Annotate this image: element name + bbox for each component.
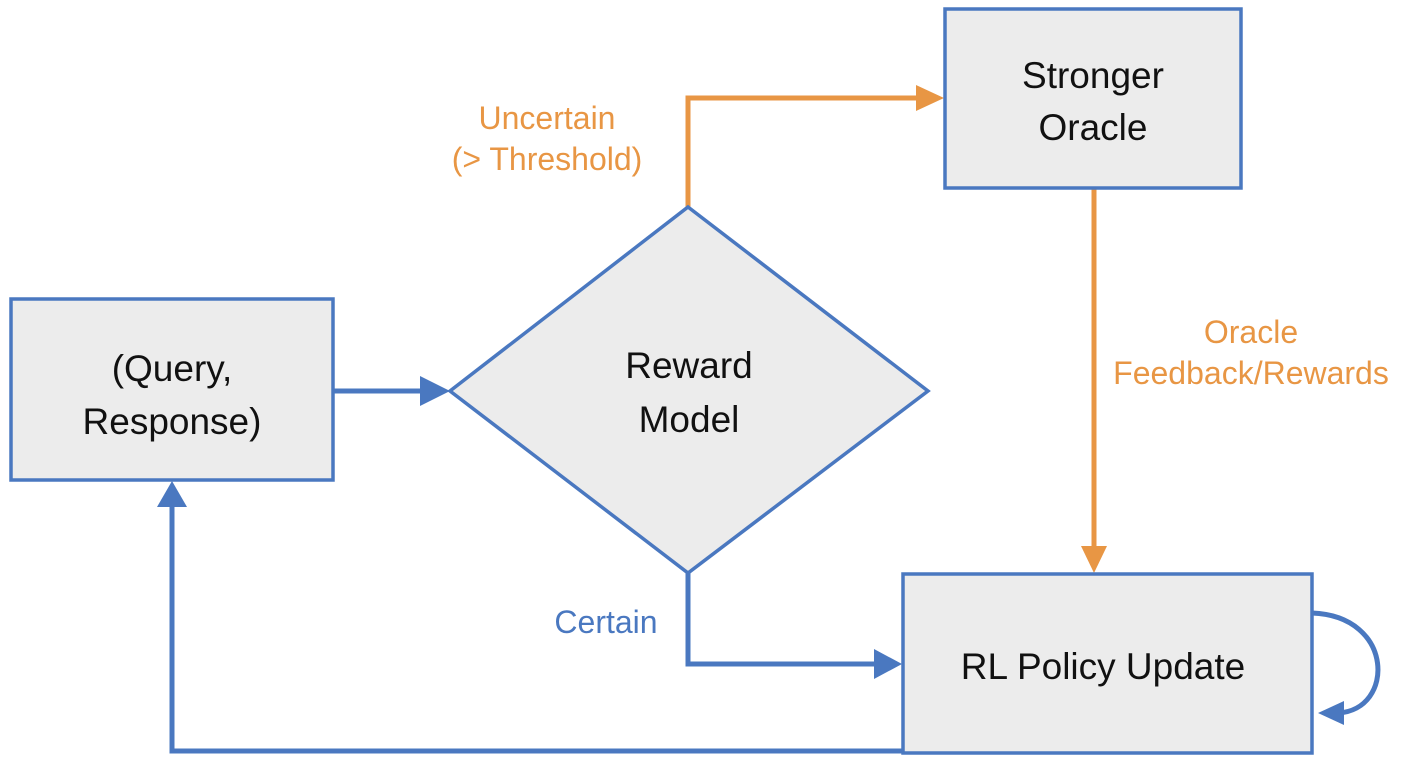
node-reward-model-line2: Model [639, 399, 740, 440]
edge-rl-to-query [157, 481, 903, 754]
node-stronger-oracle-line2: Oracle [1039, 107, 1148, 148]
node-stronger-oracle-line1: Stronger [1022, 55, 1164, 96]
edge-oracle-to-rl [1081, 189, 1107, 573]
edge-query-to-reward [333, 376, 450, 406]
node-rl-policy-update-label: RL Policy Update [961, 646, 1246, 687]
edge-rl-self-loop [1311, 610, 1381, 725]
node-query-response-line1: (Query, [112, 348, 233, 389]
edge-reward-to-rl [685, 573, 902, 679]
node-reward-model: Reward Model [447, 204, 931, 576]
node-stronger-oracle: Stronger Oracle [943, 7, 1243, 190]
label-uncertain: Uncertain (> Threshold) [452, 100, 643, 177]
node-query-response: (Query, Response) [9, 297, 335, 482]
node-query-response-line2: Response) [83, 401, 262, 442]
label-certain: Certain [554, 604, 657, 640]
label-oracle-feedback-line1: Oracle [1204, 314, 1298, 350]
label-uncertain-line1: Uncertain [479, 100, 616, 136]
label-oracle-feedback: Oracle Feedback/Rewards [1113, 314, 1389, 391]
node-reward-model-line1: Reward [625, 345, 753, 386]
label-uncertain-line2: (> Threshold) [452, 141, 643, 177]
edge-reward-to-oracle [685, 85, 944, 207]
node-rl-policy-update: RL Policy Update [901, 572, 1314, 755]
label-oracle-feedback-line2: Feedback/Rewards [1113, 355, 1389, 391]
